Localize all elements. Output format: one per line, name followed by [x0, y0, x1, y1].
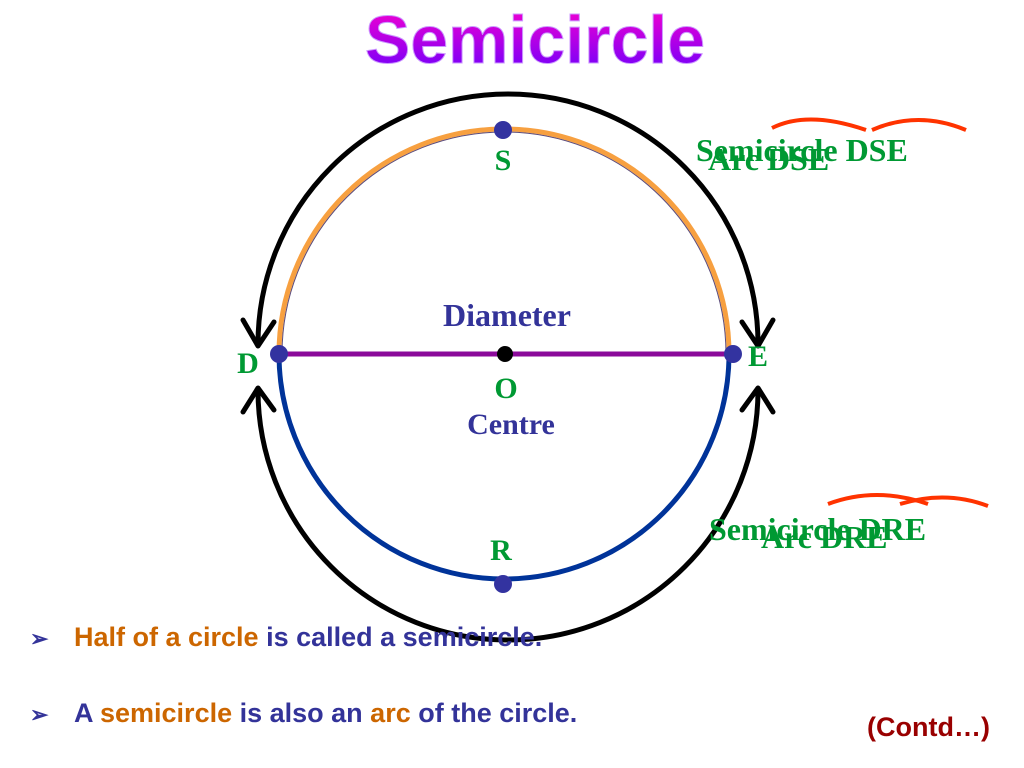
- lower-left-arrowhead: [240, 385, 277, 415]
- point-s: [494, 121, 512, 139]
- bullet-1-highlight: Half of a circle: [74, 622, 259, 652]
- centre-label: Centre: [467, 408, 555, 441]
- bullet-2-highlight-arc: arc: [370, 698, 411, 728]
- bullet-2-suffix: of the circle.: [410, 698, 578, 728]
- diameter-label: Diameter: [443, 297, 571, 333]
- label-s: S: [495, 144, 512, 177]
- lower-semicircle-label: Semicircle DRE: [709, 511, 926, 547]
- bullet-2: ➢ A semicircle is also an arc of the circ…: [30, 698, 577, 729]
- point-r: [494, 575, 512, 593]
- point-o: [497, 346, 513, 362]
- label-d: D: [237, 347, 259, 380]
- bullet-2-middle: is also an: [232, 698, 371, 728]
- upper-arc-symbol-2: [871, 118, 967, 132]
- bullet-2-highlight-semicircle: semicircle: [100, 698, 233, 728]
- slide-title: Semicircle: [365, 2, 705, 78]
- upper-outer-arrow-arc: [255, 91, 761, 345]
- bullet-1: ➢ Half of a circle is called a semicircle…: [30, 622, 542, 653]
- bullet-arrow-icon: ➢: [30, 626, 49, 651]
- continued-label: (Contd…): [867, 712, 990, 742]
- upper-arc-symbol-1: [771, 117, 867, 132]
- upper-arc-label: Arc DSE: [708, 141, 829, 177]
- lower-arc-label: Arc DRE: [761, 519, 888, 555]
- bullet-2-prefix: A: [74, 698, 100, 728]
- point-d: [270, 345, 288, 363]
- label-o: O: [494, 372, 517, 405]
- bullet-1-text: is called a semicircle.: [258, 622, 543, 652]
- label-r: R: [490, 534, 512, 567]
- upper-right-arrowhead: [739, 317, 776, 349]
- bullet-arrow-icon: ➢: [30, 702, 49, 727]
- point-e: [724, 345, 742, 363]
- label-e: E: [748, 340, 768, 373]
- upper-left-arrowhead: [240, 317, 277, 349]
- upper-semicircle-label: Semicircle DSE: [696, 132, 908, 168]
- lower-arc-symbol-2: [899, 495, 989, 508]
- lower-outer-arrow-arc: [255, 389, 761, 643]
- lower-right-arrowhead: [739, 385, 776, 415]
